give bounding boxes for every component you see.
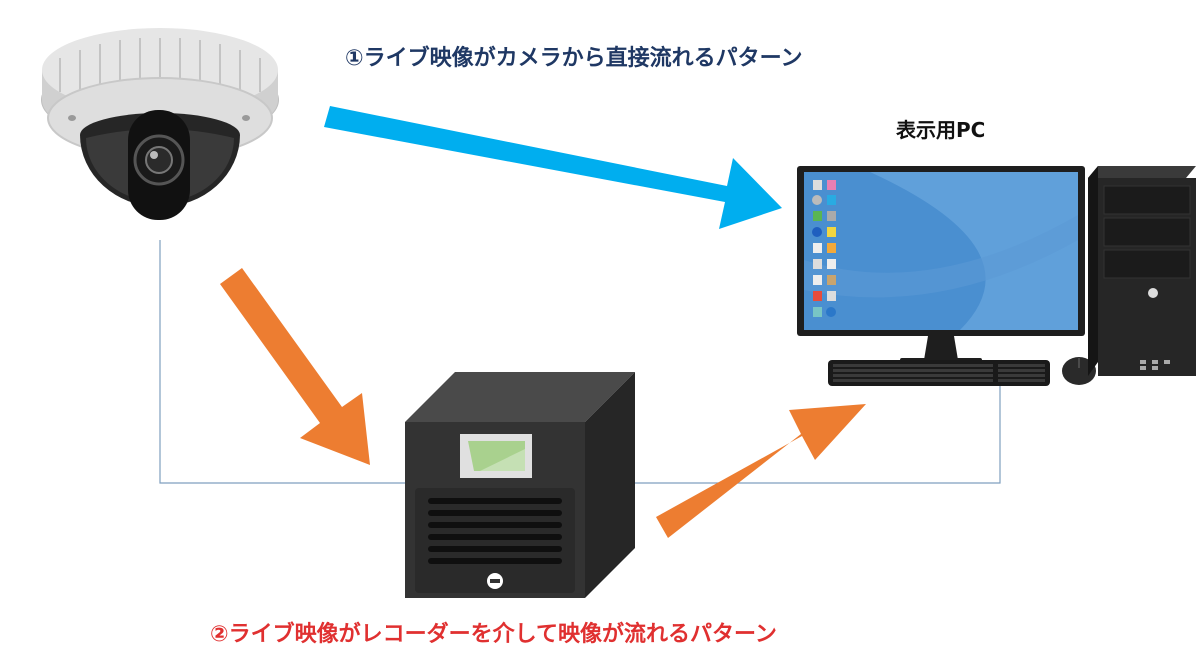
camera-to-recorder-arrow [220,268,370,465]
recorder-to-pc-arrow [656,404,866,538]
dome-camera-icon [41,28,279,220]
direct-stream-arrow [324,106,782,229]
desktop-icons [812,180,836,317]
recorder-box-icon [405,372,635,598]
direct-pattern-caption: ①ライブ映像がカメラから直接流れるパターン [345,46,803,71]
recorder-pattern-caption: ②ライブ映像がレコーダーを介して映像が流れるパターン [210,622,777,647]
display-pc-label: 表示用PC [896,118,986,142]
desktop-pc-icon [797,166,1196,386]
